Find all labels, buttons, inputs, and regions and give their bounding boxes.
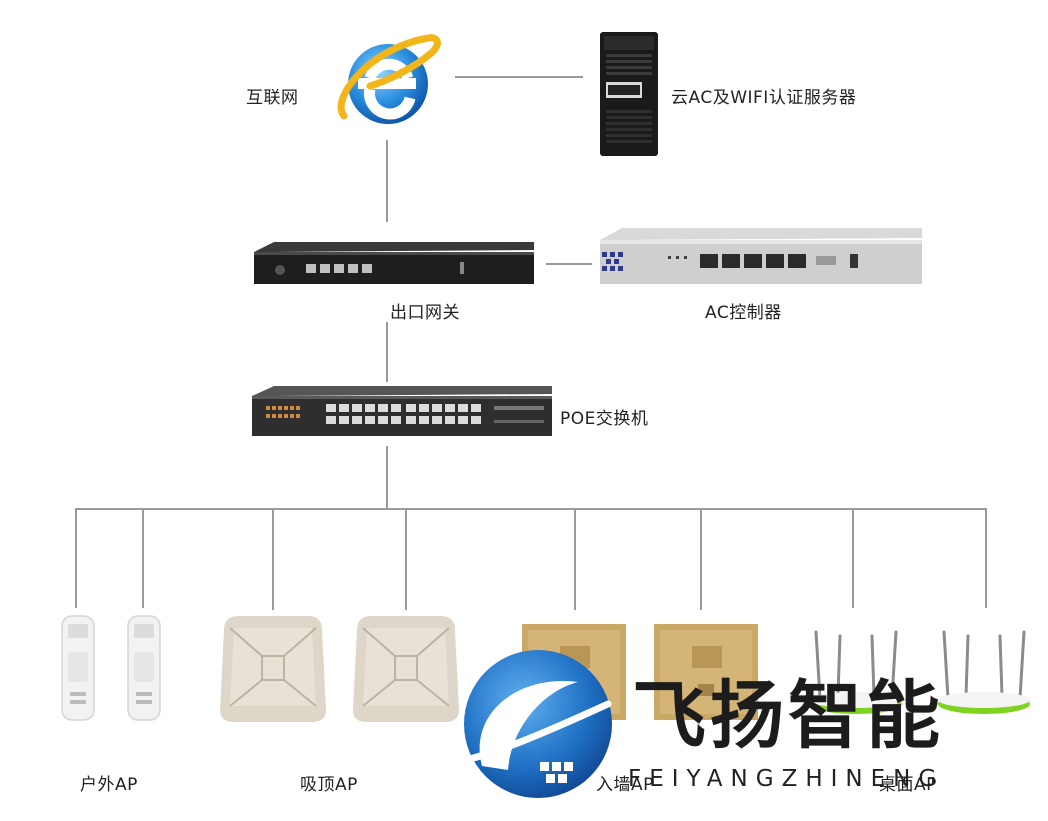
drop-wall-1: [574, 508, 576, 610]
internet-explorer-icon: [337, 34, 441, 124]
drop-desktop-1: [852, 508, 854, 608]
outdoor-ap-icon: [127, 615, 161, 721]
drop-ceiling-1: [272, 508, 274, 610]
drop-desktop-2: [985, 508, 987, 608]
label-ceiling-ap: 吸顶AP: [300, 775, 358, 795]
distribution-bus: [75, 508, 987, 510]
label-ac-controller: AC控制器: [705, 303, 782, 323]
ceiling-ap-icon: [220, 616, 326, 722]
server-tower-icon: [600, 32, 658, 156]
label-internet: 互联网: [246, 88, 299, 108]
link-gateway-switch: [386, 322, 388, 382]
wall-panel-ap-icon: [654, 624, 758, 720]
drop-ceiling-2: [405, 508, 407, 610]
label-desktop-ap: 桌面AP: [879, 775, 937, 795]
brand-logo-icon: [462, 650, 612, 798]
drop-outdoor-1: [75, 508, 77, 608]
rack-gateway-icon: [254, 242, 534, 284]
drop-wall-2: [700, 508, 702, 610]
link-internet-gateway: [386, 140, 388, 222]
link-switch-bus: [386, 446, 388, 508]
label-gateway: 出口网关: [390, 303, 460, 323]
poe-switch-icon: [252, 386, 552, 436]
link-gateway-ac: [546, 263, 592, 265]
link-internet-server: [455, 76, 583, 78]
label-cloud-server: 云AC及WIFI认证服务器: [671, 88, 857, 108]
ceiling-ap-icon: [353, 616, 459, 722]
desktop-router-icon: [810, 630, 902, 714]
desktop-router-icon: [938, 630, 1030, 714]
watermark-pinyin: FEIYANGZHINENG: [628, 766, 945, 792]
outdoor-ap-icon: [61, 615, 95, 721]
watermark-brand: 飞扬智能: [632, 673, 944, 759]
label-wall-ap: 入墙AP: [596, 775, 654, 795]
ac-controller-icon: [600, 228, 922, 284]
label-poe-switch: POE交换机: [560, 409, 649, 429]
label-outdoor-ap: 户外AP: [80, 775, 138, 795]
drop-outdoor-2: [142, 508, 144, 608]
